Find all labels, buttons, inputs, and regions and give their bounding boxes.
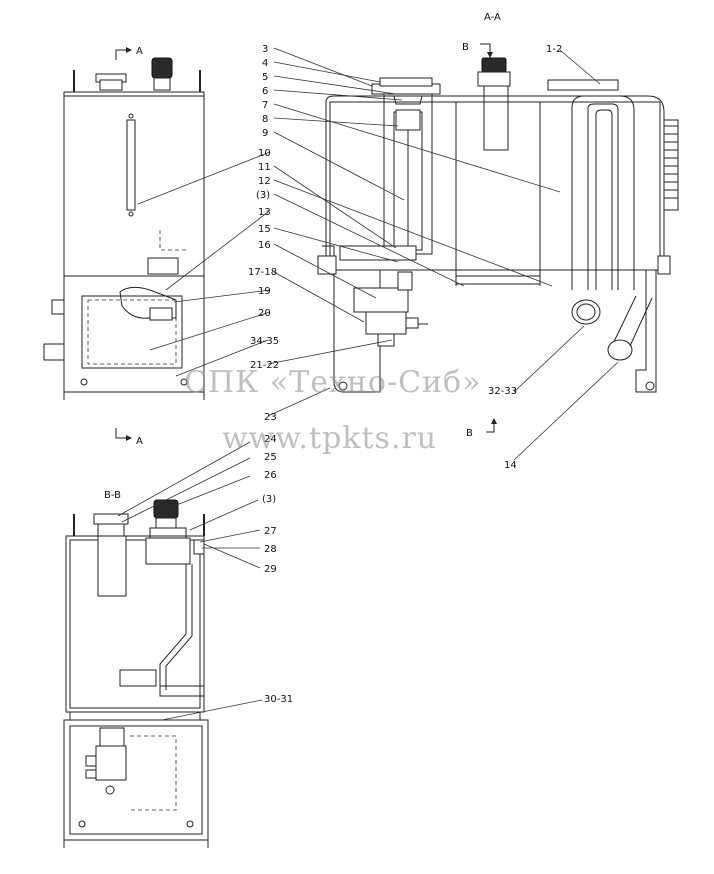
callout-11: 11 [258, 162, 271, 173]
section-b-label-top: B [462, 42, 469, 53]
callout-labels: 3 4 5 6 7 8 9 10 11 12 (3) 13 15 16 17-1… [248, 44, 562, 705]
callout-6: 6 [262, 86, 268, 97]
section-bb-title: B-B [104, 490, 121, 501]
pipe-end-32-33 [571, 299, 601, 325]
callout-9: 9 [262, 128, 268, 139]
level-gauge-aa [663, 119, 679, 211]
callout-5: 5 [262, 72, 268, 83]
callout-3-paren-a: (3) [256, 190, 270, 201]
tank-body-front [63, 91, 205, 393]
callout-28: 28 [264, 544, 277, 555]
front-view: A A [43, 46, 205, 447]
callout-26: 26 [264, 470, 277, 481]
section-b-label-bottom: B [466, 428, 473, 439]
callout-27: 27 [264, 526, 277, 537]
breather-tube-bb [97, 535, 127, 597]
callout-34-35: 34-35 [250, 336, 279, 347]
valve-block-aa [365, 311, 407, 335]
callout-19: 19 [258, 286, 271, 297]
callout-17-18: 17-18 [248, 267, 277, 278]
callout-20: 20 [258, 308, 271, 319]
callout-8: 8 [262, 114, 268, 125]
view-label-a-top: A [136, 46, 143, 57]
callout-24: 24 [264, 434, 277, 445]
tank-body-aa [325, 95, 665, 271]
view-arrow-a-top [115, 49, 130, 60]
level-gauge-front [126, 119, 136, 211]
callout-25: 25 [264, 452, 277, 463]
callout-10: 10 [258, 148, 271, 159]
callout-3-paren-b: (3) [262, 494, 276, 505]
callout-7: 7 [262, 100, 268, 111]
valve-block-bb [95, 745, 127, 781]
callout-29: 29 [264, 564, 277, 575]
section-bb: B-B [63, 490, 209, 848]
section-aa-title: A-A [484, 12, 501, 23]
callout-21-22: 21-22 [250, 360, 279, 371]
pipe-end-14 [607, 339, 633, 361]
breather-cap-front [151, 57, 173, 79]
view-label-a-bottom: A [136, 436, 143, 447]
watermark-company: СПК «Техно-Сиб» [184, 365, 481, 400]
callout-14: 14 [504, 460, 517, 471]
frame-bb [63, 719, 209, 841]
elbow-front [119, 286, 177, 319]
watermark: СПК «Техно-Сиб» www.tpkts.ru [184, 365, 481, 456]
watermark-url: www.tpkts.ru [222, 421, 437, 456]
callout-1-2: 1-2 [546, 44, 562, 55]
callout-13: 13 [258, 207, 271, 218]
breather-tube-aa [483, 85, 509, 151]
leader-lines [117, 47, 619, 721]
callout-12: 12 [258, 176, 271, 187]
callout-16: 16 [258, 240, 271, 251]
callout-3: 3 [262, 44, 268, 55]
callout-23: 23 [264, 412, 277, 423]
valve-panel-front [81, 295, 183, 369]
callout-32-33: 32-33 [488, 386, 517, 397]
section-aa: A-A B [317, 12, 679, 393]
filler-cap-bb [93, 513, 129, 525]
callout-4: 4 [262, 58, 268, 69]
callout-30-31: 30-31 [264, 694, 293, 705]
breather-cap-aa [481, 57, 507, 73]
callout-15: 15 [258, 224, 271, 235]
